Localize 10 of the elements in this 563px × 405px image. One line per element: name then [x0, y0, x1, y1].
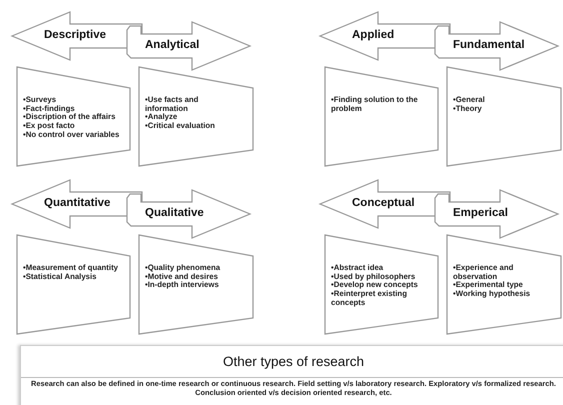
box-title: Other types of research	[222, 354, 364, 369]
arrow-label: Descriptive	[44, 29, 106, 42]
info-box	[20, 345, 563, 405]
arrow-label: Qualitative	[145, 207, 204, 220]
arrow-label: Applied	[352, 29, 394, 42]
arrow-label: Conceptual	[352, 197, 415, 210]
arrow-label: Quantitative	[44, 197, 110, 210]
arrow-label: Analytical	[145, 39, 200, 52]
arrow-label: Fundamental	[453, 39, 525, 52]
arrow-label: Emperical	[453, 207, 508, 220]
